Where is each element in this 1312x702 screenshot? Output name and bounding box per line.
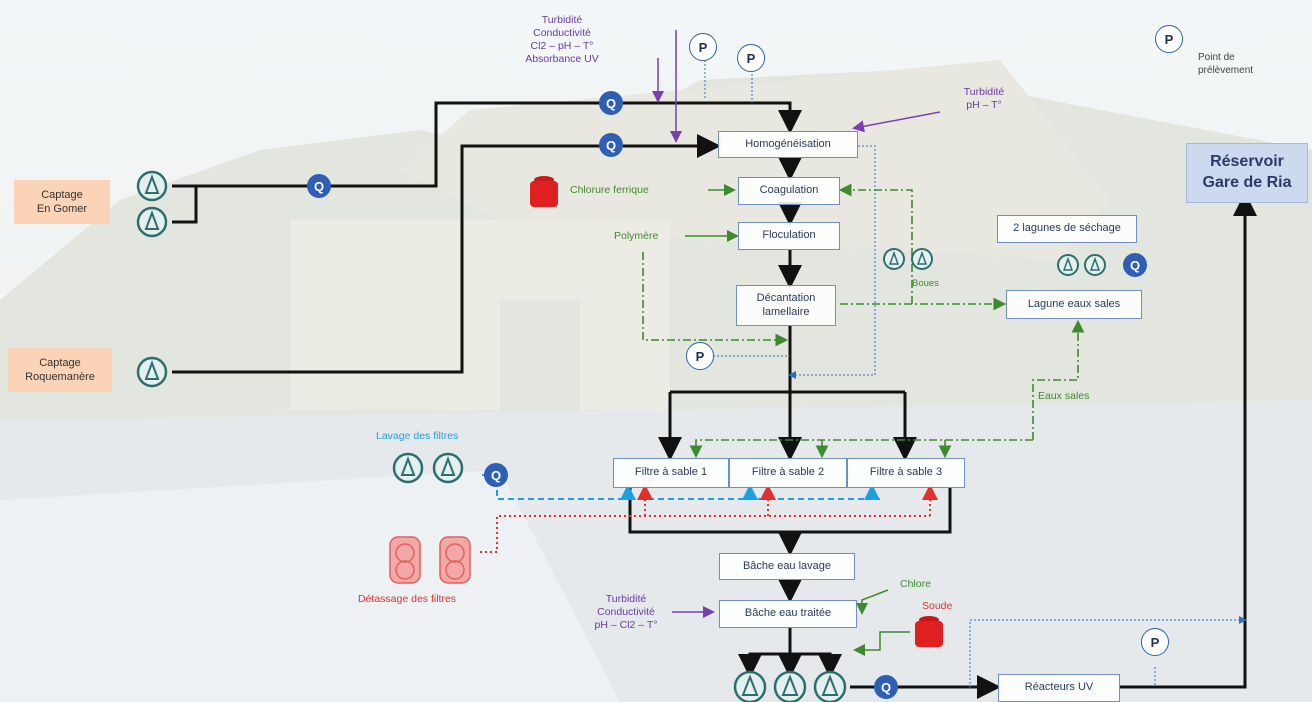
- measures-bottom-label: Turbidité Conductivité pH – Cl2 – T°: [594, 593, 658, 632]
- flowmeter-label: Q: [605, 137, 617, 153]
- sampling-point-icon: P: [689, 33, 717, 61]
- pump-icon: [392, 452, 424, 484]
- turbidite-ph-label: Turbidité pH – T°: [963, 86, 1005, 112]
- reagent-lines: [685, 184, 910, 656]
- measurement-arrows: [652, 30, 941, 618]
- pump-icon: [1057, 254, 1079, 276]
- reservoir-gare-de-ria: Réservoir Gare de Ria: [1186, 143, 1308, 203]
- wash-lines: [482, 474, 880, 500]
- eaux-sales-label: Eaux sales: [1038, 390, 1090, 402]
- coagulation-box: Coagulation: [738, 177, 840, 205]
- floculation-box: Floculation: [738, 222, 840, 250]
- lagunes-sechage-box: 2 lagunes de séchage: [997, 215, 1137, 243]
- unclog-lines: [480, 484, 938, 553]
- pump-icon: [733, 670, 767, 702]
- pump-icon: [1084, 254, 1106, 276]
- filtre-sable-2-box: Filtre à sable 2: [729, 458, 847, 488]
- sampling-label: P: [695, 348, 705, 364]
- point-prelevement-label: Point de prélèvement: [1198, 52, 1254, 76]
- filtre-sable-3-box: Filtre à sable 3: [847, 458, 965, 488]
- flowmeter-icon: Q: [484, 463, 508, 487]
- source-gomer: Captage En Gomer: [14, 180, 110, 224]
- flowmeter-icon: Q: [599, 91, 623, 115]
- chlorure-ferrique-label: Chlorure ferrique: [570, 184, 649, 196]
- pump-symbols: [136, 170, 1106, 702]
- sampling-lines: [704, 60, 1247, 688]
- ferric-chloride-tank-icon: [530, 176, 558, 207]
- pump-icon: [773, 670, 807, 702]
- flowmeter-icon: Q: [874, 675, 898, 699]
- flowmeter-label: Q: [605, 95, 617, 111]
- flowmeter-icon: Q: [1123, 253, 1147, 277]
- pump-icon: [136, 206, 168, 238]
- soda-tank-icon: [915, 616, 943, 647]
- homogeneisation-box: Homogénéisation: [718, 131, 858, 158]
- flowmeter-icon: Q: [307, 174, 331, 198]
- flowmeter-label: Q: [313, 178, 325, 194]
- main-flow-lines: [172, 101, 1257, 699]
- sampling-label: P: [1164, 31, 1174, 47]
- lagune-eaux-sales-box: Lagune eaux sales: [1006, 290, 1142, 319]
- sampling-point-icon: P: [1141, 628, 1169, 656]
- pump-icon: [813, 670, 847, 702]
- pump-icon: [883, 248, 905, 270]
- sampling-point-icon: P: [1155, 25, 1183, 53]
- sampling-point-icon: P: [686, 342, 714, 370]
- sampling-label: P: [746, 50, 756, 66]
- flowmeter-icon: Q: [599, 133, 623, 157]
- flowmeter-label: Q: [490, 467, 502, 483]
- pump-icon: [136, 170, 168, 202]
- blower-icon: [439, 536, 471, 584]
- detassage-filtres-label: Détassage des filtres: [358, 593, 457, 605]
- blower-icon: [389, 536, 421, 584]
- bache-traitee-box: Bâche eau traitée: [719, 600, 857, 628]
- soude-label: Soude: [922, 600, 953, 612]
- measures-top-label: Turbidité Conductivité Cl2 – pH – T° Abs…: [525, 14, 599, 66]
- pump-icon: [136, 356, 168, 388]
- chlore-label: Chlore: [900, 578, 931, 590]
- pump-icon: [911, 248, 933, 270]
- reacteurs-uv-box: Réacteurs UV: [998, 674, 1120, 702]
- flowmeter-label: Q: [880, 679, 892, 695]
- polymere-label: Polymère: [614, 230, 659, 242]
- decantation-box: Décantation lamellaire: [736, 285, 836, 326]
- sludge-lines: [642, 183, 1085, 459]
- lavage-filtres-label: Lavage des filtres: [376, 430, 459, 442]
- sampling-point-icon: P: [737, 44, 765, 72]
- source-roquemanere: Captage Roquemanère: [8, 348, 112, 392]
- flowmeter-label: Q: [1129, 257, 1141, 273]
- bache-lavage-box: Bâche eau lavage: [719, 553, 855, 580]
- sampling-label: P: [698, 39, 708, 55]
- boues-label: Boues: [912, 278, 939, 289]
- filtre-sable-1-box: Filtre à sable 1: [613, 458, 729, 488]
- sampling-label: P: [1150, 634, 1160, 650]
- pump-icon: [432, 452, 464, 484]
